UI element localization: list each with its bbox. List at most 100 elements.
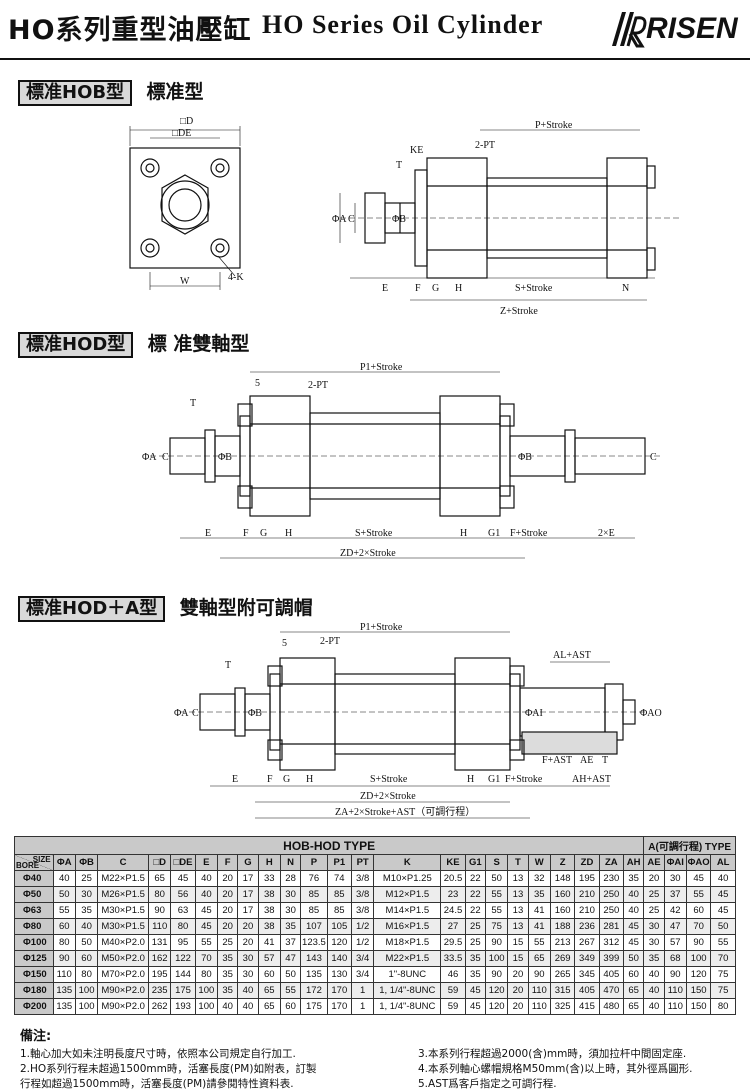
table-cell: 13 <box>507 870 529 887</box>
table-cell: 41 <box>527 902 551 919</box>
dim-label: 2-PT <box>320 636 340 647</box>
dim-label: G1 <box>488 774 500 785</box>
table-cell: 24.5 <box>440 902 466 919</box>
table-cell: 188 <box>549 918 576 935</box>
table-cell: 59 <box>440 998 466 1015</box>
table-cell: 29.5 <box>440 934 466 951</box>
table-cell: 90 <box>147 902 172 919</box>
table-cell: 90 <box>663 966 687 983</box>
bore-cell: Φ63 <box>14 902 54 919</box>
brand-logo: RISEN <box>608 8 746 50</box>
table-cell: 70 <box>710 950 736 967</box>
table-corner: SIZE BORE <box>14 854 54 871</box>
table-cell: 55 <box>52 902 76 919</box>
table-cell: 80 <box>147 886 172 903</box>
table-cell: 55 <box>194 934 219 951</box>
table-cell: 100 <box>484 950 509 967</box>
brand-name: RISEN <box>646 12 738 45</box>
table-type-title: HOB-HOD TYPE <box>13 836 645 855</box>
dim-label: 2×E <box>598 528 615 539</box>
table-cell: 110 <box>663 982 687 999</box>
table-cell: 25 <box>643 886 665 903</box>
table-cell: 110 <box>147 918 172 935</box>
table-cell: 50 <box>710 918 736 935</box>
table-cell: 20 <box>217 886 239 903</box>
table-cell: 25 <box>464 918 486 935</box>
table-cell: 65 <box>257 982 281 999</box>
table-cell: 40 <box>643 982 665 999</box>
table-cell: M12×P1.5 <box>373 886 442 903</box>
table-cell: 470 <box>598 982 625 999</box>
table-cell: 15 <box>507 950 529 967</box>
table-cell: 55 <box>484 886 509 903</box>
table-cell: 195 <box>574 870 600 887</box>
table-cell: 1/2 <box>350 918 375 935</box>
column-header: ΦAI <box>663 854 687 871</box>
table-cell: 1 <box>350 998 375 1015</box>
column-header: ΦB <box>74 854 99 871</box>
table-cell: 480 <box>598 998 625 1015</box>
table-cell: 70 <box>194 950 219 967</box>
dim-label: N <box>622 283 629 294</box>
bore-cell: Φ200 <box>14 998 54 1015</box>
table-cell: 37 <box>663 886 687 903</box>
dim-label: H <box>455 283 462 294</box>
dim-label: P1+Stroke <box>360 362 403 373</box>
table-cell: 130 <box>326 966 352 983</box>
table-cell: 46 <box>440 966 466 983</box>
table-cell: M14×P1.5 <box>373 902 442 919</box>
table-cell: 35 <box>643 950 665 967</box>
section-title: 標准型 <box>146 81 204 103</box>
column-header: P <box>300 854 328 871</box>
table-cell: 17 <box>237 886 259 903</box>
table-cell: 41 <box>527 918 551 935</box>
table-cell: 17 <box>237 902 259 919</box>
dim-label: 4-K <box>228 272 244 283</box>
table-cell: 213 <box>549 934 576 951</box>
table-cell: 55 <box>484 902 509 919</box>
table-cell: 90 <box>484 966 509 983</box>
dim-label: 2-PT <box>308 380 328 391</box>
section-tag: 標准HOD＋A型 <box>18 596 166 622</box>
table-cell: 281 <box>598 918 625 935</box>
table-cell: 22 <box>464 902 486 919</box>
hod-a-drawing: P1+Stroke 5 2-PT T ΦA C ΦB AL+AST ΦAI ΦA… <box>174 622 662 819</box>
bore-cell: Φ80 <box>14 918 54 935</box>
table-cell: 312 <box>598 934 625 951</box>
table-cell: 35 <box>464 950 486 967</box>
table-cell: 20.5 <box>440 870 466 887</box>
table-cell: 50 <box>279 966 302 983</box>
table-cell: 85 <box>300 902 328 919</box>
table-cell: 20 <box>237 934 259 951</box>
column-header: G1 <box>464 854 486 871</box>
dim-label: ΦA <box>142 452 157 463</box>
table-cell: 193 <box>170 998 196 1015</box>
table-cell: 265 <box>549 966 576 983</box>
table-cell: 30 <box>663 870 687 887</box>
dim-label: ZD+2×Stroke <box>360 791 416 802</box>
table-cell: 20 <box>643 870 665 887</box>
table-cell: M90×P2.0 <box>97 998 149 1015</box>
table-cell: M22×P1.5 <box>97 870 149 887</box>
column-header: AH <box>623 854 645 871</box>
table-cell: 325 <box>549 998 576 1015</box>
dim-label: T <box>396 160 402 171</box>
table-cell: 405 <box>598 966 625 983</box>
corner-size-label: SIZE <box>32 855 51 865</box>
column-header: KE <box>440 854 466 871</box>
table-cell: M50×P2.0 <box>97 950 149 967</box>
dim-label: F <box>267 774 273 785</box>
table-cell: 144 <box>170 966 196 983</box>
table-cell: 60 <box>685 902 712 919</box>
table-cell: 80 <box>710 998 736 1015</box>
note-line: 4.本系列軸心螺帽規格M50mm(含)以上時，其外徑爲圓形. <box>418 1063 693 1075</box>
section-tag: 標准HOB型 <box>18 80 133 106</box>
dim-label: W <box>180 276 190 287</box>
notes: 備注: 1.軸心加大如未注明長度尺寸時，依照本公司規定自行加工.2.HO系列行程… <box>20 1025 740 1090</box>
dim-label: AL+AST <box>553 650 591 661</box>
table-cell: 135 <box>52 982 76 999</box>
table-cell: 40 <box>710 870 736 887</box>
